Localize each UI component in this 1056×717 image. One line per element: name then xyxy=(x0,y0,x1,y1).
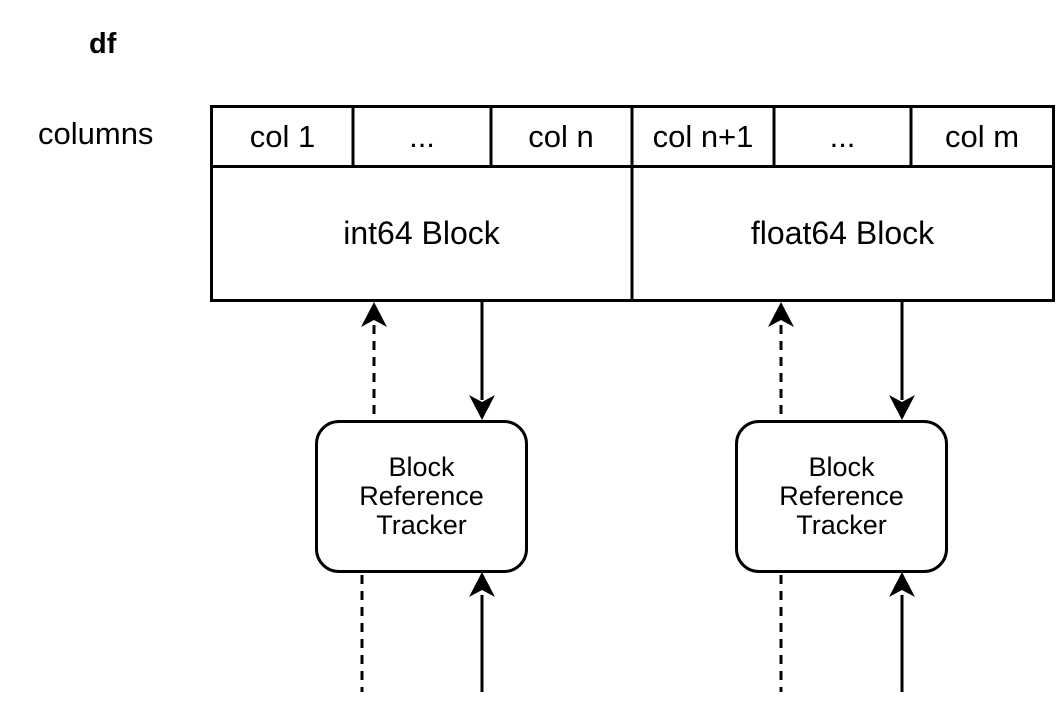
columns-row-label: columns xyxy=(38,116,154,151)
float64-block: float64 Block xyxy=(750,215,935,251)
arrowhead-up-icon xyxy=(768,302,794,327)
column-cell: col n xyxy=(528,119,594,154)
tracker-label-line: Tracker xyxy=(796,510,887,540)
arrowhead-down-icon xyxy=(889,395,915,420)
int64-block: int64 Block xyxy=(343,215,500,251)
column-cell: ... xyxy=(409,119,435,154)
tracker-label-line: Tracker xyxy=(376,510,467,540)
arrowhead-up-icon xyxy=(469,572,495,597)
block-reference-tracker-1: Block Reference Tracker xyxy=(315,420,528,573)
tracker-label-line: Block xyxy=(388,452,455,482)
tracker-label-line: Reference xyxy=(359,481,484,511)
column-cell: col m xyxy=(944,119,1020,154)
dataframe-title: df xyxy=(89,28,117,60)
arrowhead-down-icon xyxy=(469,395,495,420)
arrowhead-up-icon xyxy=(361,302,387,327)
block-reference-tracker-2: Block Reference Tracker xyxy=(735,420,948,573)
tracker-label-line: Reference xyxy=(779,481,904,511)
tracker-label-line: Block xyxy=(808,452,875,482)
column-cell: ... xyxy=(829,119,856,154)
column-cell: col n+1 xyxy=(652,119,754,154)
column-cell: col 1 xyxy=(249,119,316,154)
arrowhead-up-icon xyxy=(889,572,915,597)
